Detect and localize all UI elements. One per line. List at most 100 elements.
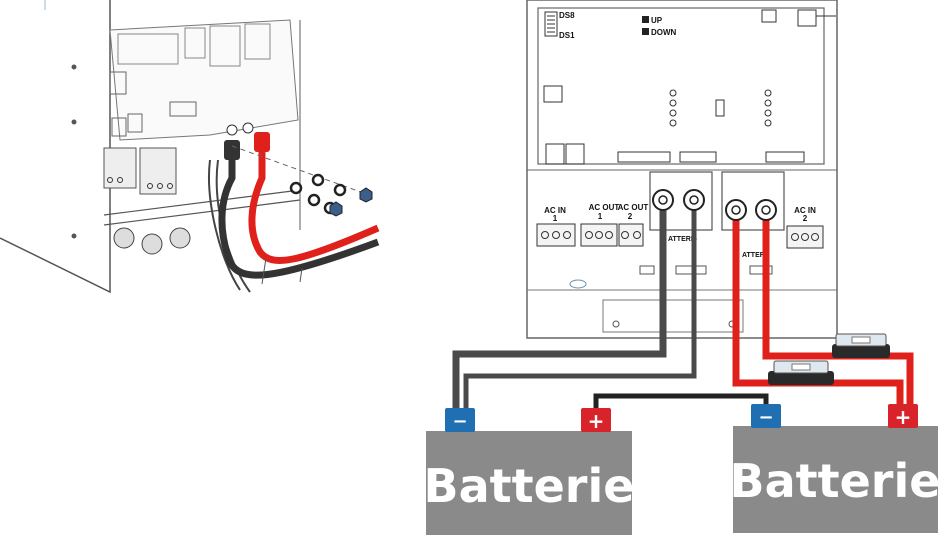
fuse-base — [768, 371, 834, 385]
jumper-pins — [761, 9, 777, 23]
pcb-component — [111, 117, 127, 137]
mounting-hole — [71, 119, 77, 125]
washer — [333, 183, 347, 197]
led — [764, 119, 772, 127]
battery-body — [733, 426, 938, 533]
battery-2: − + Batterie — [730, 404, 941, 533]
negative-cable — [463, 203, 697, 410]
negative-cable — [452, 203, 667, 410]
screw — [811, 233, 819, 241]
plus-icon: + — [588, 409, 605, 433]
battery-label: Batterie — [730, 454, 941, 508]
led — [764, 89, 772, 97]
board-connector — [765, 151, 805, 163]
cover-plate — [602, 299, 744, 333]
assembly-guide-line — [231, 145, 373, 197]
ds1-label: DS1 — [559, 31, 575, 40]
bus-rail — [103, 189, 301, 216]
ac-out-1-number: 1 — [598, 212, 603, 221]
screw — [107, 177, 113, 183]
up-button — [642, 16, 649, 23]
pcb-board — [109, 19, 299, 141]
cable-gland — [113, 227, 135, 249]
aux-connector — [749, 265, 773, 275]
battery-plus-terminal — [581, 408, 611, 432]
aux-connector — [675, 265, 707, 275]
ac-out-2-number: 2 — [628, 212, 633, 221]
screw — [157, 183, 163, 189]
positive-lug — [254, 132, 270, 152]
ds8-label: DS8 — [559, 11, 575, 20]
fuse-element — [851, 336, 871, 344]
board-component — [543, 85, 563, 103]
negative-stud-center — [689, 195, 699, 205]
screw — [585, 231, 593, 239]
pcb-component — [169, 101, 197, 117]
series-link-cable — [593, 393, 769, 410]
screw — [621, 231, 629, 239]
cable-gland — [141, 233, 163, 255]
mounting-hole — [71, 233, 77, 239]
brand-logo — [569, 279, 587, 289]
pcb-component — [117, 33, 179, 65]
enclosure-outline — [0, 0, 111, 294]
negative-lug — [224, 140, 240, 160]
board-connector — [679, 151, 717, 163]
fuse-holder — [715, 99, 725, 117]
led — [764, 109, 772, 117]
ac-in-2-number: 2 — [803, 214, 808, 223]
negative-cable — [218, 150, 380, 279]
mounting-hole — [71, 64, 77, 70]
fuse-element — [791, 363, 811, 371]
positive-stud-center — [761, 205, 771, 215]
battery-stud — [242, 122, 254, 134]
battery-1: − + Batterie — [424, 408, 634, 535]
ac-in-2-terminal — [786, 225, 824, 249]
screw — [612, 320, 620, 328]
ac-in-1-number: 1 — [553, 214, 558, 223]
washer — [307, 193, 321, 207]
pcb-component — [244, 23, 271, 60]
fuse-base — [832, 344, 890, 358]
battery-minus-terminal-label: ATTERI - — [668, 236, 698, 243]
washer — [289, 181, 303, 195]
terminal-block — [103, 147, 137, 189]
battery-minus-terminal — [751, 404, 781, 428]
board-connector — [565, 143, 585, 165]
pcb-component — [209, 25, 241, 67]
battery-plus-terminal — [888, 404, 918, 428]
ac-in-2-title: AC IN — [794, 206, 816, 215]
plus-icon: + — [895, 405, 912, 429]
up-label: UP — [651, 16, 663, 25]
ac-out-2-terminal — [618, 223, 644, 247]
washer — [311, 173, 325, 187]
screw — [595, 231, 603, 239]
battery-plus-terminal-label: ATTERI — [742, 252, 767, 259]
led — [764, 99, 772, 107]
screw — [117, 177, 123, 183]
fuse-lower — [768, 360, 834, 385]
ac-in-1-terminal — [536, 223, 576, 247]
inverter-interior-illustration — [0, 0, 380, 294]
positive-stud-center — [731, 205, 741, 215]
screw — [791, 233, 799, 241]
screw — [167, 183, 173, 189]
screw — [633, 231, 641, 239]
board-connector — [545, 143, 565, 165]
internal-wire — [208, 159, 241, 291]
led — [669, 99, 677, 107]
nut — [359, 187, 373, 203]
pcb-component — [127, 113, 143, 133]
screw — [552, 231, 560, 239]
pcb-component — [109, 71, 127, 95]
battery-body — [426, 431, 632, 535]
down-label: DOWN — [651, 28, 677, 37]
dip-switch — [544, 11, 558, 37]
pcb-component — [184, 27, 206, 59]
screw — [563, 231, 571, 239]
positive-cable — [248, 140, 380, 264]
board-connector — [797, 9, 817, 27]
aux-connector — [639, 265, 655, 275]
battery-stud — [226, 124, 238, 136]
